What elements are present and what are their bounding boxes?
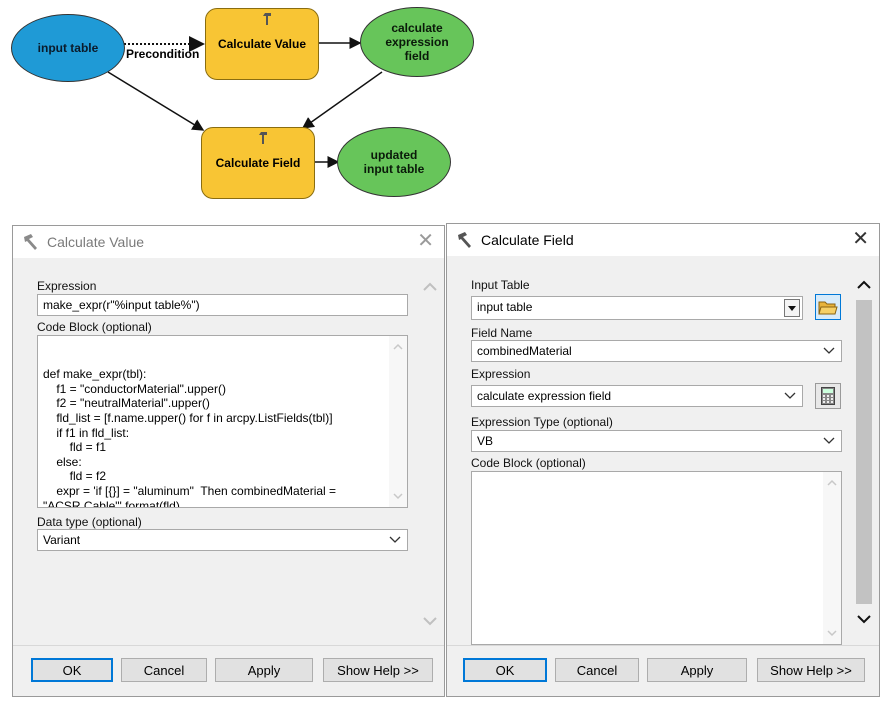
calculate-field-dialog: Calculate Field ✕ Input Table input tabl… (446, 223, 880, 697)
code-line: if f1 in fld_list: (43, 425, 130, 440)
code-block-scrollbar[interactable] (389, 336, 407, 507)
apply-button[interactable]: Apply (215, 658, 313, 682)
scroll-down-icon (423, 617, 437, 626)
scroll-down-icon (857, 615, 871, 624)
calculate-value-node[interactable]: Calculate Value (205, 8, 319, 80)
close-icon[interactable]: ✕ (852, 228, 869, 250)
field-name-select[interactable]: combinedMaterial (471, 340, 842, 362)
code-block-label: Code Block (optional) (37, 320, 152, 334)
chevron-down-icon (788, 305, 796, 311)
chevron-down-icon (823, 347, 835, 354)
updated-input-table-line2: input table (363, 162, 425, 176)
updated-input-table-line1: updated (370, 148, 418, 162)
browse-button[interactable] (815, 294, 841, 320)
expression-select[interactable]: calculate expression field (471, 385, 803, 407)
dropdown-button[interactable] (784, 299, 800, 317)
scroll-up-icon (827, 479, 837, 486)
calculate-field-node[interactable]: Calculate Field (201, 127, 315, 199)
data-type-select[interactable]: Variant (37, 529, 408, 551)
calculate-field-titlebar[interactable]: Calculate Field ✕ (447, 224, 879, 256)
expression-label: Expression (37, 279, 97, 293)
calculate-field-footer: OK Cancel Apply Show Help >> (447, 645, 879, 696)
expression-label: Expression (471, 367, 531, 381)
input-table-node[interactable]: input table (11, 14, 125, 82)
input-table-value: input table (477, 300, 533, 314)
calculate-value-dialog: Calculate Value ✕ Expression make_expr(r… (12, 225, 445, 697)
close-icon[interactable]: ✕ (417, 230, 434, 252)
expression-value: calculate expression field (477, 389, 612, 403)
input-table-label: input table (37, 41, 99, 55)
calculate-field-label: Calculate Field (215, 156, 301, 170)
input-to-field-connector (107, 71, 205, 131)
cancel-button[interactable]: Cancel (121, 658, 207, 682)
diagram-connectors (107, 36, 383, 168)
code-line: fld = f2 (43, 469, 107, 484)
scroll-up-icon (857, 280, 871, 289)
code-line: def make_expr(tbl): (43, 367, 147, 382)
updated-input-table-node[interactable]: updated input table (337, 127, 451, 197)
field-name-value: combinedMaterial (477, 344, 572, 358)
expression-builder-button[interactable] (815, 383, 841, 409)
calculate-value-titlebar[interactable]: Calculate Value ✕ (13, 226, 444, 258)
calc-expression-field-line1: calculate (391, 21, 443, 35)
chevron-down-icon (389, 536, 401, 543)
apply-button[interactable]: Apply (647, 658, 747, 682)
expression-type-value: VB (477, 434, 494, 448)
code-block-scrollbar[interactable] (823, 472, 841, 644)
code-line: f2 = "neutralMaterial".upper() (43, 396, 210, 411)
hammer-icon (455, 230, 475, 250)
scrollbar-thumb[interactable] (856, 300, 872, 604)
chevron-down-icon (823, 437, 835, 444)
scroll-down-icon (393, 493, 403, 500)
code-line: f1 = "conductorMaterial".upper() (43, 381, 226, 396)
show-help-button[interactable]: Show Help >> (323, 658, 433, 682)
code-line: "ACSR Cable"'.format(fld) (43, 498, 180, 508)
code-block-textarea[interactable]: def make_expr(tbl): f1 = "conductorMater… (37, 335, 408, 508)
code-line: else: (43, 454, 82, 469)
panel-scrollbar[interactable] (421, 270, 439, 630)
input-table-select[interactable]: input table (471, 296, 803, 320)
code-block-textarea[interactable] (471, 471, 842, 645)
model-diagram: input table Calculate Value Precondition… (0, 0, 894, 215)
expression-type-select[interactable]: VB (471, 430, 842, 452)
cancel-button[interactable]: Cancel (555, 658, 639, 682)
data-type-value: Variant (43, 533, 81, 547)
calculate-value-label: Calculate Value (217, 37, 307, 51)
scroll-down-icon (827, 630, 837, 637)
calc-expression-field-line3: field (404, 49, 430, 63)
calculate-value-footer: OK Cancel Apply Show Help >> (13, 645, 444, 696)
code-block-label: Code Block (optional) (471, 456, 586, 470)
calc-expression-field-node[interactable]: calculate expression field (360, 7, 474, 77)
ok-button[interactable]: OK (31, 658, 113, 682)
scroll-up-icon (393, 343, 403, 350)
hammer-icon (21, 232, 41, 252)
calculate-value-title: Calculate Value (47, 234, 145, 250)
scroll-up-icon (423, 282, 437, 291)
chevron-down-icon (784, 392, 796, 399)
field-name-label: Field Name (471, 326, 533, 340)
calc-expression-field-line2: expression (385, 35, 449, 49)
expression-input[interactable]: make_expr(r"%input table%") (37, 294, 408, 316)
ok-button[interactable]: OK (463, 658, 547, 682)
code-line: fld_list = [f.name.upper() for f in arcp… (43, 410, 333, 425)
code-block-content: def make_expr(tbl): f1 = "conductorMater… (43, 367, 402, 508)
input-table-label: Input Table (471, 278, 530, 292)
data-type-label: Data type (optional) (37, 515, 142, 529)
expression-type-label: Expression Type (optional) (471, 415, 613, 429)
calculator-icon (821, 387, 835, 405)
expr-to-field-connector (301, 71, 383, 129)
panel-scrollbar[interactable] (855, 272, 873, 632)
precondition-label: Precondition (126, 47, 200, 61)
calculate-field-title: Calculate Field (481, 232, 574, 248)
code-line: expr = 'if [{}] = "aluminum" Then combin… (43, 483, 337, 498)
code-line: fld = f1 (43, 440, 107, 455)
folder-open-icon (818, 301, 838, 315)
show-help-button[interactable]: Show Help >> (757, 658, 865, 682)
